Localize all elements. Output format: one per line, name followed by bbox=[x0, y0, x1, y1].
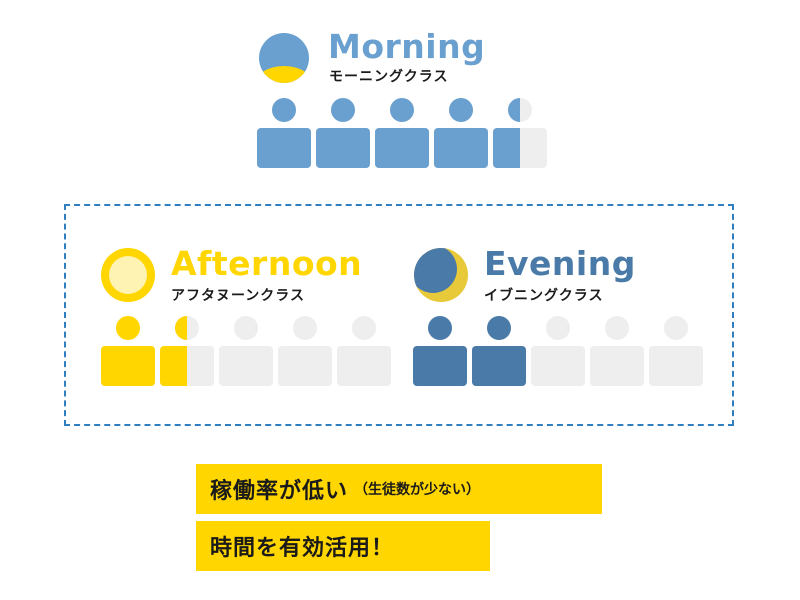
morning-seat bbox=[493, 98, 547, 168]
morning-seat bbox=[316, 98, 370, 168]
morning-title: Morning bbox=[328, 27, 486, 66]
morning-seat bbox=[375, 98, 429, 168]
evening-seat bbox=[649, 316, 703, 386]
effective-use-banner: 時間を有効活用！ bbox=[196, 521, 490, 571]
morning-subtitle: モーニングクラス bbox=[329, 69, 449, 85]
afternoon-title: Afternoon bbox=[171, 244, 363, 283]
evening-moon-icon bbox=[413, 247, 469, 303]
afternoon-seat bbox=[101, 316, 155, 386]
evening-seat bbox=[531, 316, 585, 386]
afternoon-subtitle: アフタヌーンクラス bbox=[171, 288, 306, 304]
afternoon-seat bbox=[278, 316, 332, 386]
afternoon-sun-icon bbox=[100, 247, 156, 303]
low-utilization-frame bbox=[64, 204, 734, 426]
evening-seat bbox=[472, 316, 526, 386]
morning-sun-icon bbox=[258, 32, 310, 84]
afternoon-seat bbox=[219, 316, 273, 386]
evening-title: Evening bbox=[484, 244, 636, 283]
evening-seat bbox=[590, 316, 644, 386]
afternoon-seat bbox=[160, 316, 214, 386]
banner-line1-main: 稼働率が低い bbox=[210, 479, 349, 504]
morning-seat bbox=[434, 98, 488, 168]
low-utilization-banner: 稼働率が低い （生徒数が少ない） bbox=[196, 464, 602, 514]
morning-seat bbox=[257, 98, 311, 168]
afternoon-seat bbox=[337, 316, 391, 386]
evening-seat bbox=[413, 316, 467, 386]
banner-line1-note: （生徒数が少ない） bbox=[354, 482, 481, 498]
banner-line2-main: 時間を有効活用！ bbox=[210, 536, 395, 561]
evening-subtitle: イブニングクラス bbox=[484, 288, 604, 304]
